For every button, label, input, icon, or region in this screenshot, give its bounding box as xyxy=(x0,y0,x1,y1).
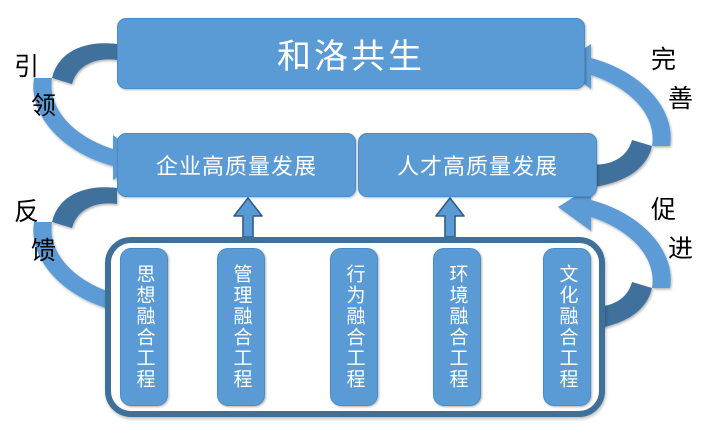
side-label-char: 进 xyxy=(668,236,694,263)
side-label-char: 领 xyxy=(31,93,57,120)
engineering-pill-label: 文化融合工程 xyxy=(556,264,578,390)
engineering-pill-label: 行为融合工程 xyxy=(343,264,365,390)
side-label-char: 完 xyxy=(651,47,677,74)
arrow-up-left xyxy=(233,197,263,238)
side-label-feedback: 反 馈 xyxy=(14,200,56,264)
side-label-improve: 完 善 xyxy=(651,48,693,112)
engineering-pill-environment[interactable]: 环境融合工程 xyxy=(433,248,481,406)
engineering-pill-culture[interactable]: 文化融合工程 xyxy=(543,248,591,406)
side-label-promote: 促 进 xyxy=(651,198,693,262)
engineering-pill-label: 环境融合工程 xyxy=(446,264,468,390)
side-label-char: 促 xyxy=(651,197,677,224)
side-label-char: 馈 xyxy=(31,238,57,265)
engineering-pill-management[interactable]: 管理融合工程 xyxy=(217,248,265,406)
engineering-pill-behavior[interactable]: 行为融合工程 xyxy=(330,248,378,406)
title-box[interactable]: 和洛共生 xyxy=(117,18,585,89)
side-label-char: 引 xyxy=(14,54,40,81)
engineering-pill-label: 思想融合工程 xyxy=(133,264,155,390)
side-label-char: 反 xyxy=(14,199,40,226)
box-enterprise-development[interactable]: 企业高质量发展 xyxy=(117,133,356,197)
side-label-lead: 引 领 xyxy=(14,55,56,119)
arrow-up-right xyxy=(435,197,465,238)
engineering-pill-label: 管理融合工程 xyxy=(230,264,252,390)
box-talent-development[interactable]: 人才高质量发展 xyxy=(358,133,597,197)
side-label-char: 善 xyxy=(668,86,694,113)
engineering-pill-ideology[interactable]: 思想融合工程 xyxy=(120,248,168,406)
